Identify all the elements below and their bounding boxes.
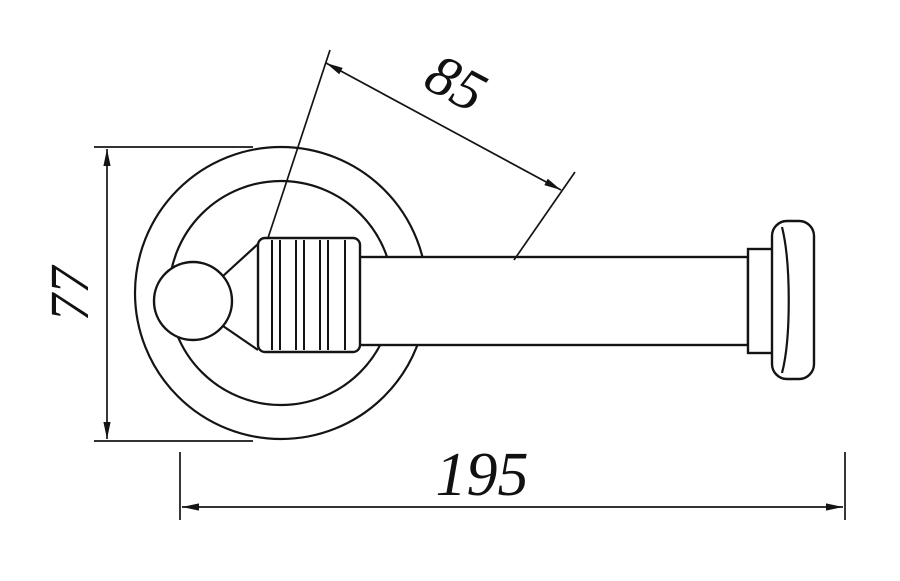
end-cap — [770, 219, 816, 381]
cone-fill — [218, 244, 258, 350]
end-cap-rim — [780, 226, 790, 374]
end-neck — [746, 247, 776, 355]
collar-ribs — [271, 240, 346, 350]
dim-195-label: 195 — [436, 441, 529, 509]
ball-finial — [152, 260, 234, 342]
dim-85-line — [325, 62, 562, 191]
dim-85-label: 85 — [415, 40, 497, 125]
rod — [354, 255, 750, 347]
dim-77-label: 77 — [39, 264, 100, 322]
cone-edges — [222, 243, 259, 351]
dim-85-extension-left — [267, 49, 331, 239]
dim-85-extension-right — [513, 171, 576, 261]
collar — [256, 236, 362, 354]
